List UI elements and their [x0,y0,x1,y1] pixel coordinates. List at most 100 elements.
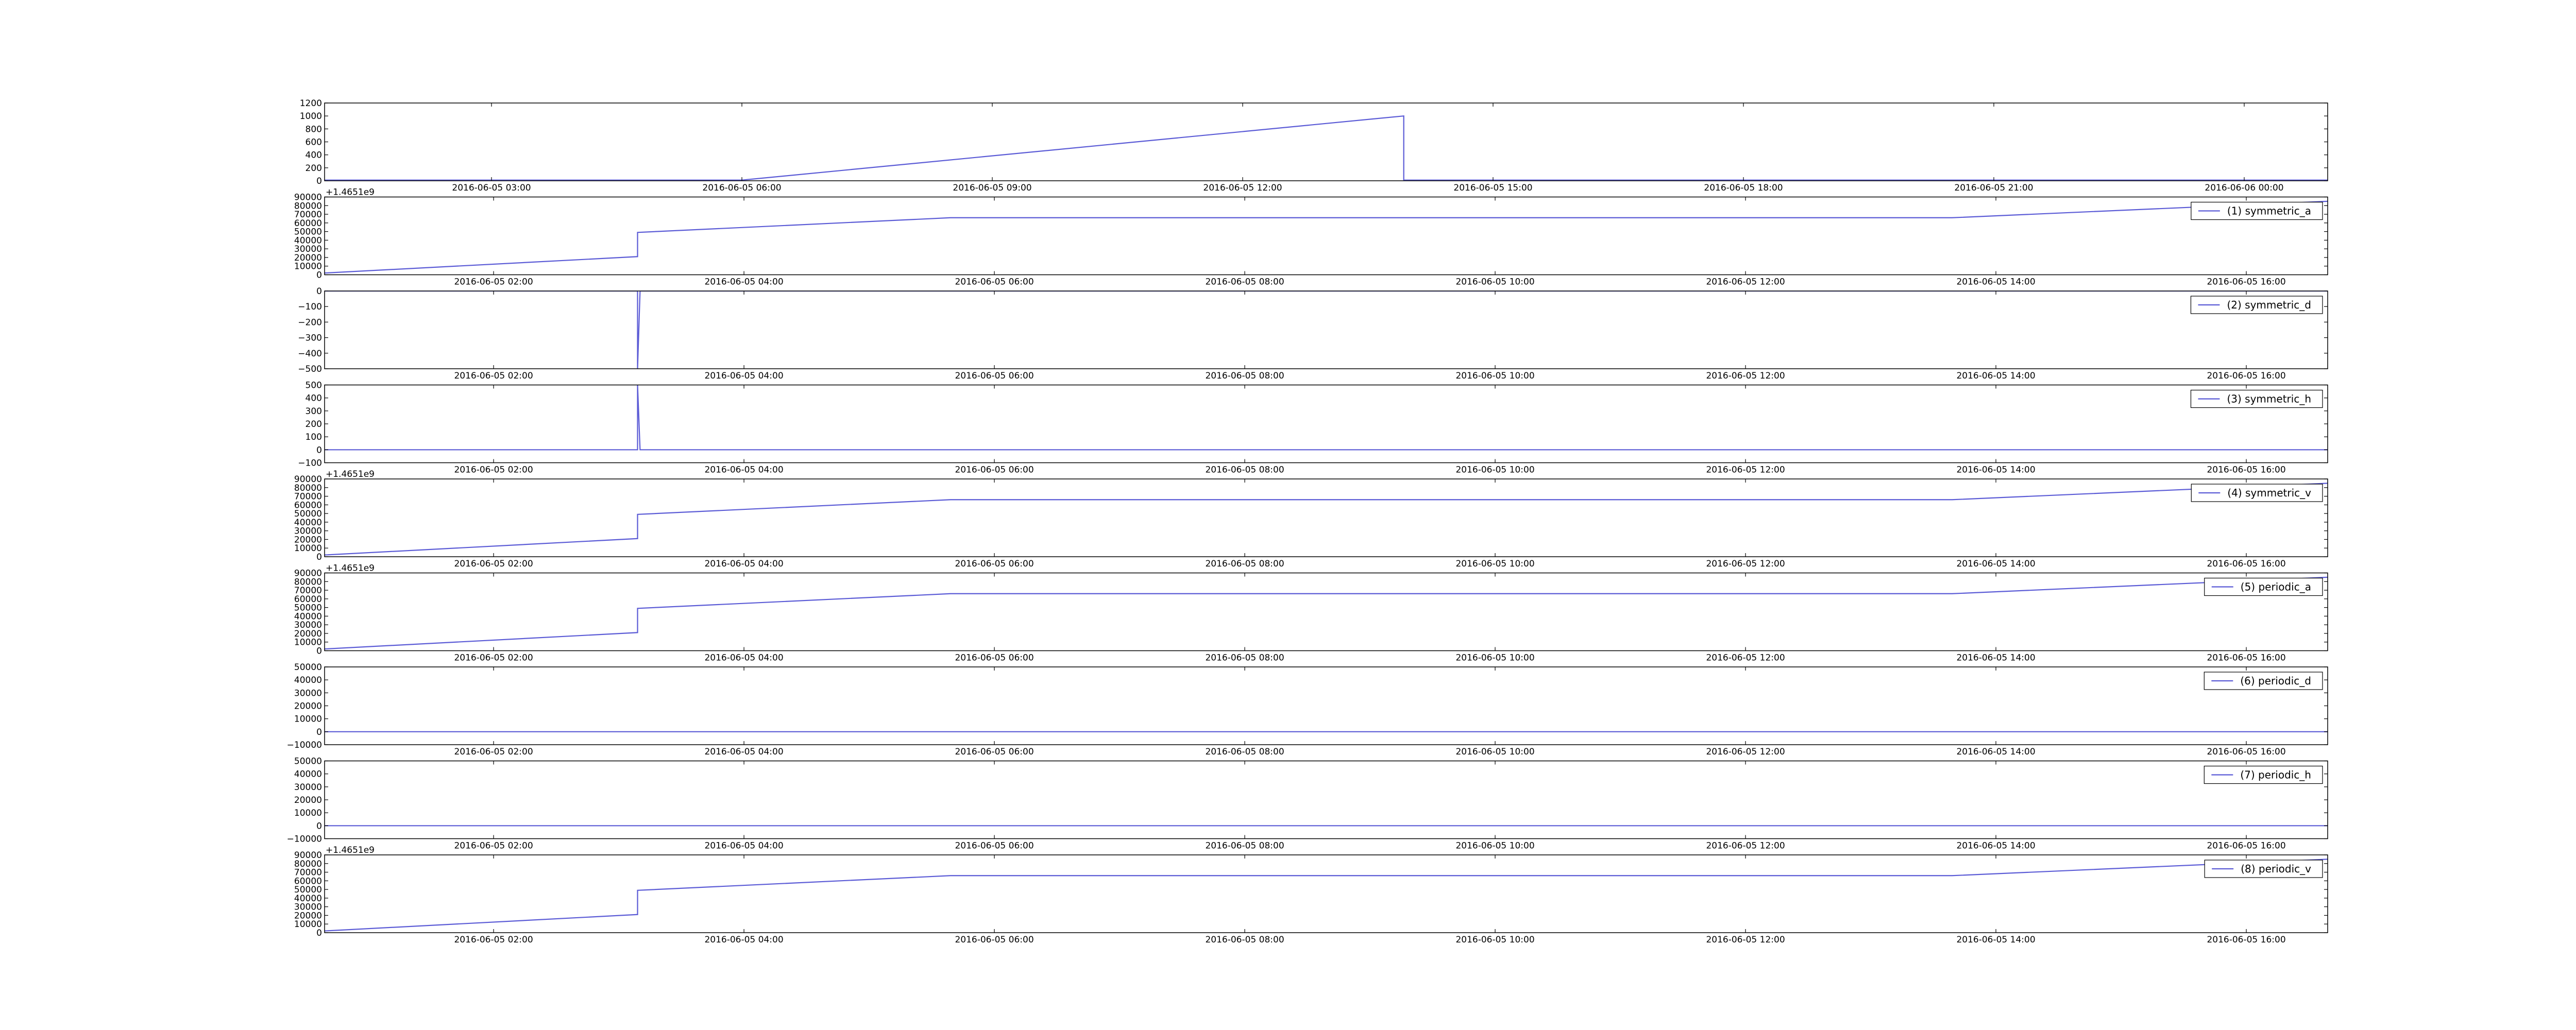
x-tick-label: 2016-06-05 12:00 [1706,841,1785,851]
x-tick-label: 2016-06-05 10:00 [1455,371,1534,381]
x-tick-label: 2016-06-05 02:00 [454,935,533,945]
legend-label: (1) symmetric_a [2227,205,2311,217]
x-tick-label: 2016-06-05 10:00 [1455,559,1534,569]
y-offset-label: +1.4651e9 [326,187,375,198]
x-tick-label: 2016-06-05 06:00 [955,747,1033,757]
x-tick-label: 2016-06-05 04:00 [704,371,783,381]
y-tick-label: 40000 [294,769,322,780]
x-tick-label: 2016-06-05 18:00 [1704,183,1783,193]
x-tick-label: 2016-06-05 21:00 [1954,183,2033,193]
y-tick-label: 800 [306,124,322,134]
y-tick-label: 300 [306,406,322,417]
y-tick-label: 0 [316,176,322,186]
y-tick-label: 50000 [294,885,322,895]
x-tick-label: 2016-06-05 06:00 [955,653,1033,663]
y-tick-label: 70000 [294,586,322,596]
y-tick-label: 500 [306,381,322,391]
legend: (5) periodic_a [2204,577,2323,596]
x-tick-label: 2016-06-05 04:00 [704,559,783,569]
series-line [325,385,2328,451]
legend: (4) symmetric_v [2191,484,2323,502]
y-tick-label: 40000 [294,894,322,904]
y-tick-label: 10000 [294,543,322,554]
y-tick-label: 70000 [294,492,322,502]
y-tick-label: 0 [316,445,322,455]
y-tick-label: 600 [306,138,322,148]
x-tick-label: 2016-06-06 00:00 [2205,183,2283,193]
y-tick-label: 60000 [294,594,322,605]
y-offset-label: +1.4651e9 [326,845,375,855]
x-tick-label: 2016-06-05 16:00 [2207,747,2285,757]
y-tick-label: 50000 [294,662,322,673]
y-tick-label: 0 [316,270,322,281]
subplot-7: −10000010000200003000040000500002016-06-… [287,757,2328,851]
x-tick-label: 2016-06-05 12:00 [1706,747,1785,757]
x-tick-label: 2016-06-05 03:00 [452,183,531,193]
x-tick-label: 2016-06-05 16:00 [2207,653,2285,663]
y-tick-label: 20000 [294,911,322,921]
x-tick-label: 2016-06-05 16:00 [2207,559,2285,569]
legend-label: (2) symmetric_d [2227,299,2311,311]
series-line [325,576,2328,650]
legend-label: (5) periodic_a [2241,581,2311,593]
axes-frame [324,196,2328,276]
y-tick-label: 30000 [294,620,322,630]
x-tick-label: 2016-06-05 08:00 [1205,371,1284,381]
y-tick-label: −400 [298,349,322,359]
y-tick-label: 0 [316,727,322,737]
x-tick-label: 2016-06-05 16:00 [2207,841,2285,851]
legend: (3) symmetric_h [2190,389,2323,408]
axes-frame [324,572,2328,651]
x-tick-label: 2016-06-05 14:00 [1956,653,2035,663]
x-tick-label: 2016-06-05 02:00 [454,559,533,569]
x-tick-label: 2016-06-05 16:00 [2207,935,2285,945]
x-tick-label: 2016-06-05 15:00 [1453,183,1532,193]
x-tick-label: 2016-06-05 12:00 [1706,935,1785,945]
x-tick-label: 2016-06-05 04:00 [704,747,783,757]
y-tick-label: 100 [306,432,322,442]
y-tick-label: −300 [298,333,322,344]
y-tick-label: −500 [298,364,322,374]
y-tick-label: 1000 [300,111,322,122]
y-tick-label: 20000 [294,535,322,545]
y-tick-label: 20000 [294,629,322,639]
y-tick-label: 0 [316,286,322,297]
y-tick-label: −200 [298,317,322,328]
series-line [325,115,2328,181]
x-tick-label: 2016-06-05 12:00 [1203,183,1282,193]
x-tick-label: 2016-06-05 04:00 [704,841,783,851]
x-tick-label: 2016-06-05 10:00 [1455,465,1534,475]
x-tick-label: 2016-06-05 14:00 [1956,559,2035,569]
y-tick-label: 30000 [294,902,322,913]
subplot-4: 0100002000030000400005000060000700008000… [294,469,2328,569]
axes-frame [324,384,2328,464]
legend-label: (8) periodic_v [2241,863,2311,875]
x-tick-label: 2016-06-05 08:00 [1205,277,1284,287]
x-tick-label: 2016-06-05 06:00 [955,277,1033,287]
legend: (1) symmetric_a [2191,201,2323,220]
x-tick-label: 2016-06-05 09:00 [953,183,1031,193]
subplot-5: 0100002000030000400005000060000700008000… [294,563,2328,663]
y-tick-label: 60000 [294,876,322,886]
x-tick-label: 2016-06-05 10:00 [1455,841,1534,851]
y-tick-label: 400 [306,393,322,404]
series-line [325,483,2328,556]
x-tick-label: 2016-06-05 06:00 [955,559,1033,569]
x-tick-label: 2016-06-05 06:00 [955,465,1033,475]
x-tick-label: 2016-06-05 02:00 [454,841,533,851]
x-tick-label: 2016-06-05 02:00 [454,653,533,663]
legend-label: (3) symmetric_h [2227,393,2311,405]
y-tick-label: 80000 [294,483,322,493]
y-tick-label: 10000 [294,714,322,725]
x-tick-label: 2016-06-05 04:00 [704,653,783,663]
y-tick-label: 10000 [294,919,322,930]
series-line [325,859,2328,932]
y-tick-label: 80000 [294,577,322,587]
x-tick-label: 2016-06-05 16:00 [2207,371,2285,381]
series-line [325,200,2328,274]
axes-frame [324,478,2328,557]
x-tick-label: 2016-06-05 14:00 [1956,371,2035,381]
x-tick-label: 2016-06-05 08:00 [1205,653,1284,663]
axes-frame [324,102,2328,181]
